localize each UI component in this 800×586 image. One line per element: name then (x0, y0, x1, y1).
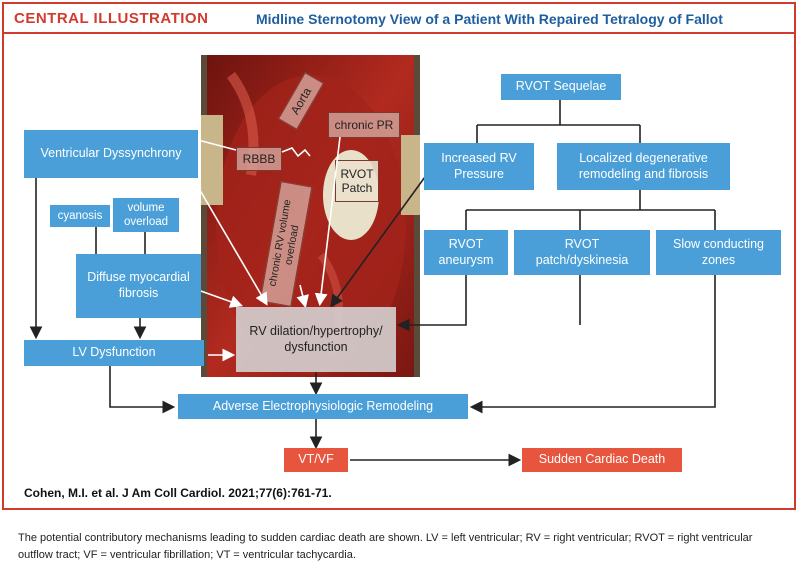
cyanosis-box: cyanosis (50, 205, 110, 227)
slow-conducting-zones-box: Slow conducting zones (656, 230, 781, 275)
central-illustration-label: CENTRAL ILLUSTRATION (14, 10, 209, 27)
rvot-sequelae-box: RVOT Sequelae (501, 74, 621, 100)
citation: Cohen, M.I. et al. J Am Coll Cardiol. 20… (24, 486, 332, 500)
illustration-title: Midline Sternotomy View of a Patient Wit… (256, 11, 723, 27)
volume-overload-box: volume overload (113, 198, 179, 232)
ventricular-dyssynchrony-box: Ventricular Dyssynchrony (24, 130, 198, 178)
footnote: The potential contributory mechanisms le… (18, 532, 753, 561)
localized-remodeling-box: Localized degenerative remodeling and fi… (557, 143, 730, 190)
adverse-ep-remodeling-box: Adverse Electrophysiologic Remodeling (178, 394, 468, 419)
sudden-cardiac-death-box: Sudden Cardiac Death (522, 448, 682, 472)
chronic-pr-label: chronic PR (328, 112, 400, 138)
rvot-patch-label: RVOT Patch (335, 160, 379, 202)
rvot-aneurysm-box: RVOT aneurysm (424, 230, 508, 275)
vt-vf-box: VT/VF (284, 448, 348, 472)
header-bar: CENTRAL ILLUSTRATION Midline Sternotomy … (4, 4, 794, 34)
rv-dilation-box: RV dilation/hypertrophy/ dysfunction (236, 307, 396, 372)
rvot-patch-dyskinesia-box: RVOT patch/dyskinesia (514, 230, 650, 275)
diffuse-fibrosis-box: Diffuse myocardial fibrosis (76, 254, 201, 318)
lv-dysfunction-box: LV Dysfunction (24, 340, 204, 366)
increased-rv-pressure-box: Increased RV Pressure (424, 143, 534, 190)
rbbb-label: RBBB (236, 147, 282, 171)
